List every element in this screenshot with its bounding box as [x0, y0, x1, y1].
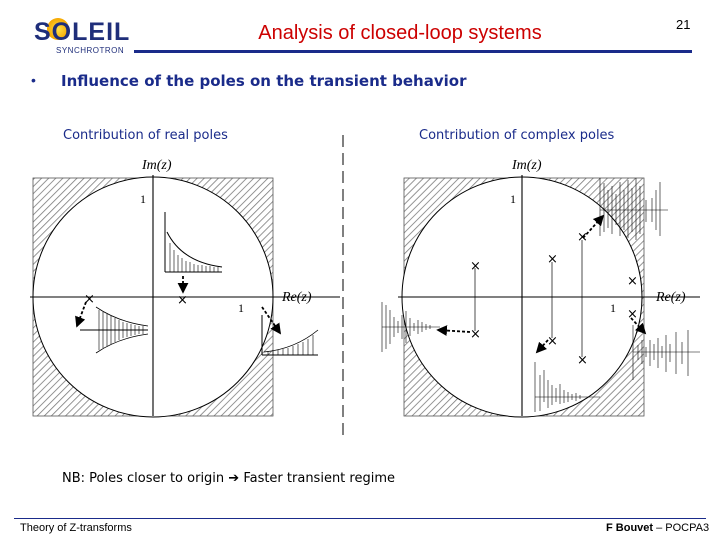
footer-suffix: – POCPA3	[653, 522, 710, 534]
left-inner-response	[164, 212, 223, 273]
right-pole-1a: ×	[470, 259, 481, 274]
section-heading: Influence of the poles on the transient …	[61, 72, 467, 90]
footer-author: F Bouvet	[606, 522, 654, 534]
logo-text: SOLEIL	[34, 18, 131, 46]
right-response-top	[599, 178, 668, 240]
right-pole-2b: ×	[547, 334, 558, 349]
right-response-right	[632, 325, 700, 380]
left-re-label: Re(z)	[281, 290, 312, 305]
right-re-label: Re(z)	[655, 290, 686, 305]
left-pole-marker-2: ×	[84, 292, 95, 307]
slide-title: Analysis of closed-loop systems	[258, 22, 542, 44]
footer-divider	[14, 518, 706, 519]
right-response-bottom	[534, 362, 600, 412]
footnote: NB: Poles closer to origin ➔ Faster tran…	[62, 471, 395, 486]
right-pole-4b: ×	[627, 307, 638, 322]
left-im-label: Im(z)	[141, 158, 172, 173]
footer-left: Theory of Z-transforms	[20, 522, 132, 534]
left-arrow-outer	[75, 301, 87, 328]
sun-icon	[47, 18, 69, 40]
right-response-left	[381, 302, 440, 352]
right-arrow-bottom	[535, 339, 549, 354]
right-pole-3b: ×	[577, 353, 588, 368]
right-caption: Contribution of complex poles	[419, 128, 615, 143]
left-pole-marker-1: ×	[177, 293, 188, 308]
left-alternating-response	[80, 306, 149, 354]
right-re-unit-label: 1	[610, 301, 616, 315]
left-caption: Contribution of real poles	[63, 128, 228, 143]
right-arrow-left	[436, 325, 471, 336]
right-pole-1b: ×	[470, 327, 481, 342]
bullet-marker: •	[31, 72, 36, 88]
right-im-label: Im(z)	[511, 158, 542, 173]
left-arrow-unstable	[261, 306, 282, 335]
right-arrow-right	[630, 317, 647, 335]
left-plane: × ×	[30, 158, 340, 418]
logo-subtitle: SYNCHROTRON	[56, 46, 125, 55]
soleil-logo: SOLEIL SYNCHROTRON	[14, 8, 139, 56]
page-number: 21	[676, 17, 691, 32]
left-re-unit-label: 1	[238, 301, 244, 315]
left-im-unit-label: 1	[140, 192, 146, 206]
right-im-unit-label: 1	[510, 192, 516, 206]
right-pole-4a: ×	[627, 274, 638, 289]
right-pole-2a: ×	[547, 252, 558, 267]
right-plane: × × × × × × × ×	[381, 158, 700, 418]
title-divider	[134, 50, 692, 53]
footer-right: F Bouvet – POCPA3	[606, 522, 709, 534]
left-growing-response	[261, 315, 319, 356]
